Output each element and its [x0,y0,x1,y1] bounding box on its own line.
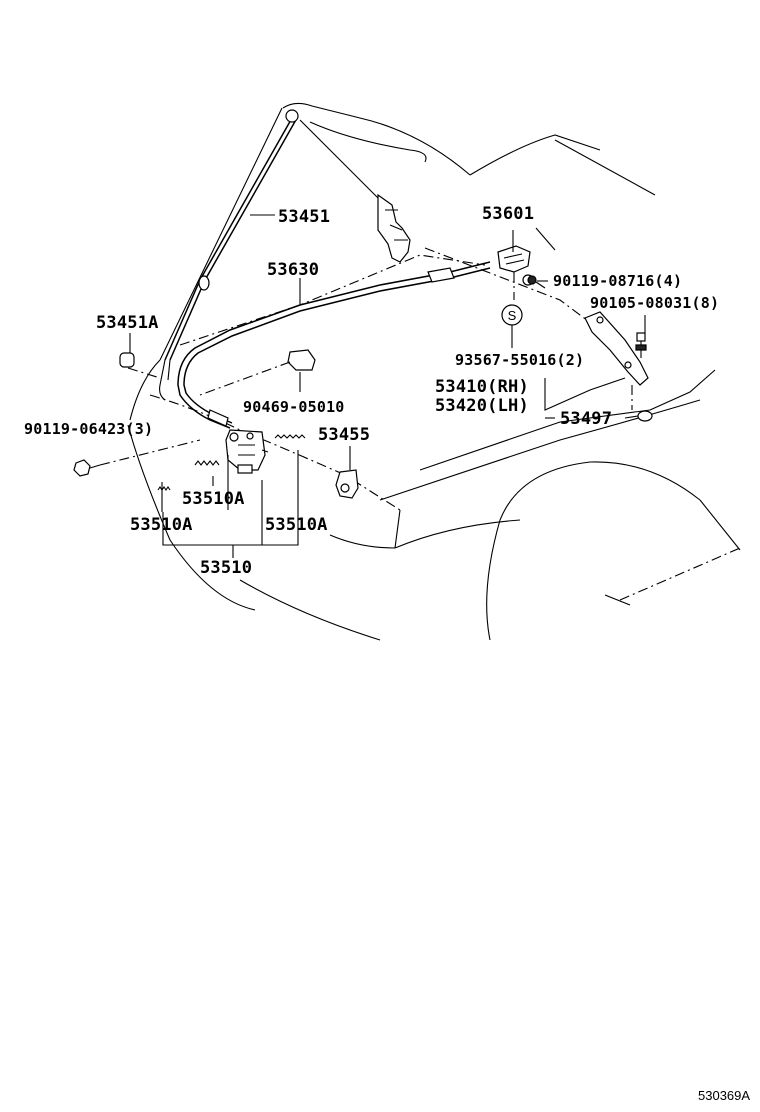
label-53601: 53601 [482,204,534,224]
vehicle-outline [127,102,741,641]
label-90119-06423: 90119-06423(3) [24,420,153,438]
hood-support-rod [159,109,299,401]
hood-lock-bracket [497,245,534,300]
hood-lock-striker [335,469,359,499]
hood-lock-assembly [157,429,306,491]
label-53510: 53510 [200,558,252,578]
label-53510a-middle: 53510A [182,489,245,509]
hood-hinge [299,119,411,263]
bolt-icons [73,275,647,477]
label-53455: 53455 [318,425,370,445]
hood-release-cable [177,261,491,429]
label-53451a: 53451A [96,313,159,333]
label-90105-08031: 90105-08031(8) [590,294,719,312]
label-93567-55016: 93567-55016(2) [455,351,584,369]
hood-hinge-right [584,311,653,422]
label-53630: 53630 [267,260,319,280]
label-53410: 53410(RH) [435,377,529,397]
label-53510a-left: 53510A [130,515,193,535]
label-90119-08716: 90119-08716(4) [553,272,682,290]
reference-code: 530369A [698,1088,750,1103]
svg-text:S: S [508,308,517,323]
label-53510a-right: 53510A [265,515,328,535]
sealer-symbol-icon: S [501,304,523,326]
leader-lines [129,214,646,558]
label-53451: 53451 [278,207,330,227]
support-rod-retainer [119,352,161,379]
label-53497: 53497 [560,409,612,429]
label-53420: 53420(LH) [435,396,529,416]
part-labels: 53451 53630 53451A 53601 90119-08716(4) … [24,204,719,578]
label-90469-05010: 90469-05010 [243,398,345,416]
